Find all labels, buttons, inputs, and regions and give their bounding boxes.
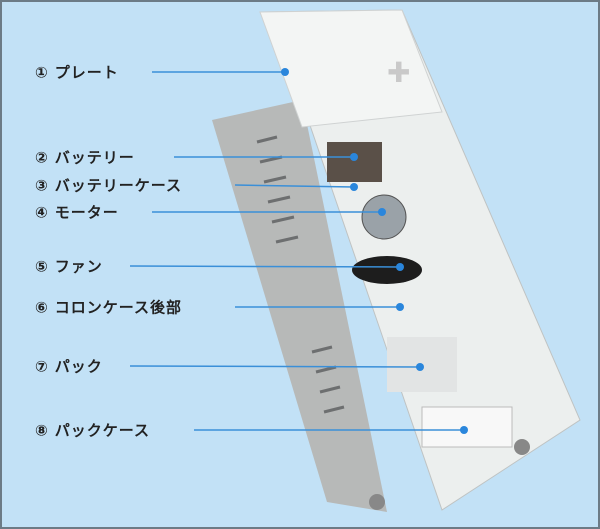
side-panel: [212, 100, 387, 512]
part-label: ⑤ ファン: [35, 256, 103, 277]
leader-dot: [460, 426, 468, 434]
leader-dot: [350, 153, 358, 161]
leader-dot: [350, 183, 358, 191]
plate-emblem: ✚: [387, 56, 410, 89]
vent-slots: [256, 135, 345, 414]
plate: [259, 9, 443, 128]
leader-dot: [281, 68, 289, 76]
part-label: ⑦ パック: [35, 356, 103, 377]
leader-dot: [396, 263, 404, 271]
part-label: ② バッテリー: [35, 147, 135, 168]
part-name: ファン: [54, 257, 103, 276]
part-name: パック: [54, 357, 103, 376]
part-number: ⑤: [35, 257, 49, 276]
foot: [369, 494, 385, 510]
part-label: ⑧ パックケース: [35, 420, 150, 441]
motor: [361, 194, 407, 240]
part-label: ④ モーター: [35, 202, 119, 223]
part-name: コロンケース後部: [54, 298, 182, 317]
leader-line: [234, 184, 355, 188]
part-name: バッテリーケース: [54, 176, 182, 195]
part-number: ③: [35, 176, 49, 195]
leader-dot: [396, 303, 404, 311]
battery: [327, 142, 382, 182]
fan: [352, 256, 422, 284]
leader-lines: [129, 68, 468, 434]
part-label: ⑥ コロンケース後部: [35, 297, 182, 318]
part-label: ① プレート: [35, 62, 119, 83]
part-number: ②: [35, 148, 49, 167]
part-name: バッテリー: [54, 148, 135, 167]
part-name: プレート: [54, 63, 119, 82]
part-name: パックケース: [54, 421, 150, 440]
leader-dot: [416, 363, 424, 371]
part-number: ⑧: [35, 421, 49, 440]
part-number: ⑥: [35, 298, 49, 317]
part-name: モーター: [54, 203, 119, 222]
leader-dot: [378, 208, 386, 216]
part-label: ③ バッテリーケース: [35, 175, 182, 196]
part-number: ④: [35, 203, 49, 222]
leader-line: [129, 365, 421, 368]
part-number: ①: [35, 63, 49, 82]
pack-case: [421, 406, 513, 448]
part-number: ⑦: [35, 357, 49, 376]
leader-line: [129, 265, 401, 268]
foot: [514, 439, 530, 455]
